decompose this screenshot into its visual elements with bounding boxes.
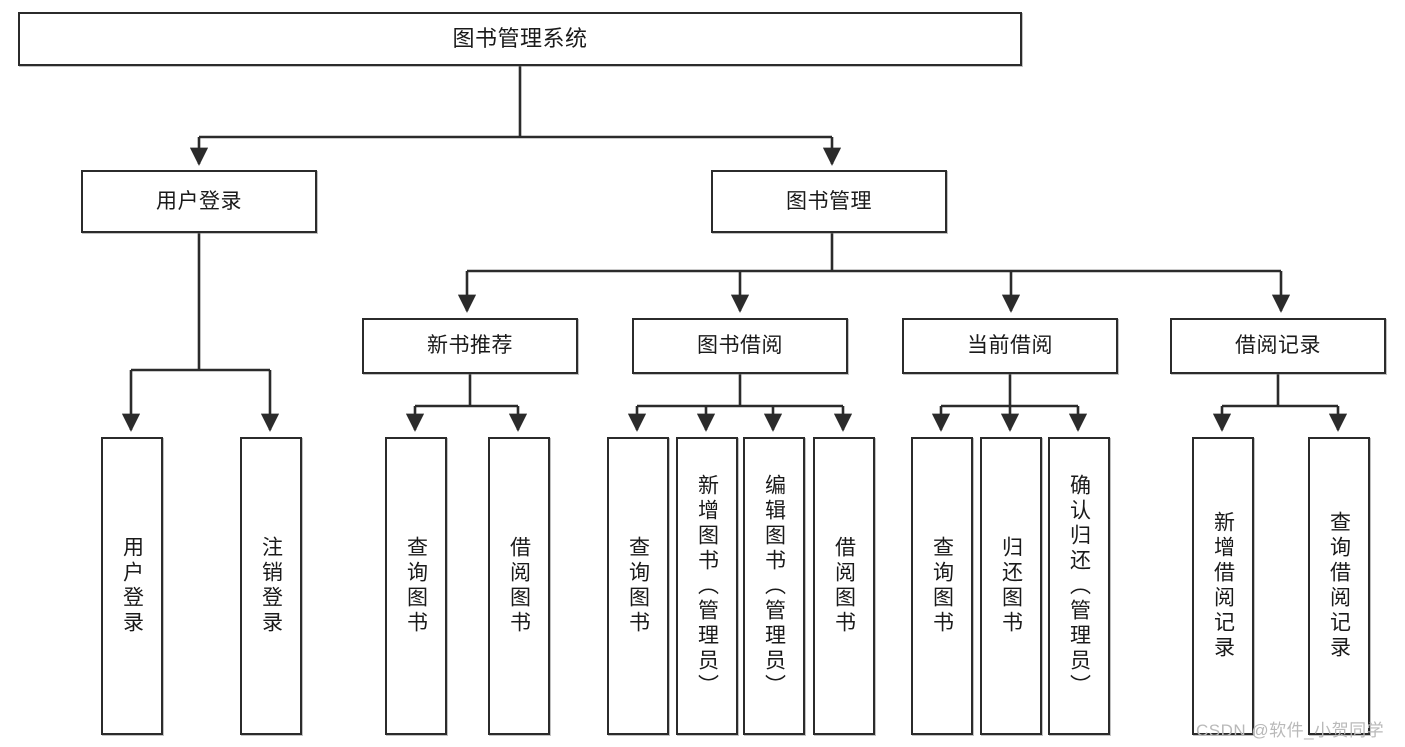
node-book-borrow-label: 图书借阅 [697, 334, 783, 358]
node-book-management-label: 图书管理 [786, 189, 872, 213]
node-borrow-record[interactable]: 借阅记录 [1170, 318, 1386, 374]
leaf-new-book-query[interactable]: 查询图书 [385, 437, 447, 735]
leaf-current-borrow-return[interactable]: 归还图书 [980, 437, 1042, 735]
leaf-current-borrow-confirm-return[interactable]: 确认归还（管理员） [1048, 437, 1110, 735]
node-new-book-recommend[interactable]: 新书推荐 [362, 318, 578, 374]
leaf-current-borrow-return-label: 归还图书 [999, 536, 1023, 636]
leaf-new-book-borrow[interactable]: 借阅图书 [488, 437, 550, 735]
leaf-book-borrow-edit-label: 编辑图书（管理员） [762, 473, 786, 699]
leaf-book-borrow-borrow-label: 借阅图书 [832, 536, 856, 636]
leaf-book-borrow-query[interactable]: 查询图书 [607, 437, 669, 735]
node-book-borrow[interactable]: 图书借阅 [632, 318, 848, 374]
leaf-current-borrow-confirm-return-label: 确认归还（管理员） [1067, 473, 1091, 699]
leaf-borrow-record-add[interactable]: 新增借阅记录 [1192, 437, 1254, 735]
node-root-label: 图书管理系统 [452, 25, 588, 51]
leaf-current-borrow-query-label: 查询图书 [930, 536, 954, 636]
leaf-current-borrow-query[interactable]: 查询图书 [911, 437, 973, 735]
leaf-user-login-login-label: 用户登录 [120, 536, 144, 636]
node-current-borrow[interactable]: 当前借阅 [902, 318, 1118, 374]
leaf-book-borrow-add-label: 新增图书（管理员） [695, 473, 719, 699]
leaf-book-borrow-add[interactable]: 新增图书（管理员） [676, 437, 738, 735]
node-current-borrow-label: 当前借阅 [967, 334, 1053, 358]
leaf-user-login-logout-label: 注销登录 [259, 536, 283, 636]
leaf-new-book-query-label: 查询图书 [404, 536, 428, 636]
leaf-book-borrow-edit[interactable]: 编辑图书（管理员） [743, 437, 805, 735]
leaf-book-borrow-borrow[interactable]: 借阅图书 [813, 437, 875, 735]
leaf-new-book-borrow-label: 借阅图书 [507, 536, 531, 636]
node-user-login[interactable]: 用户登录 [81, 170, 317, 233]
leaf-borrow-record-query[interactable]: 查询借阅记录 [1308, 437, 1370, 735]
node-new-book-recommend-label: 新书推荐 [427, 334, 513, 358]
node-root[interactable]: 图书管理系统 [18, 12, 1022, 66]
node-book-management[interactable]: 图书管理 [711, 170, 947, 233]
node-borrow-record-label: 借阅记录 [1235, 334, 1321, 358]
leaf-book-borrow-query-label: 查询图书 [626, 536, 650, 636]
leaf-user-login-logout[interactable]: 注销登录 [240, 437, 302, 735]
leaf-borrow-record-query-label: 查询借阅记录 [1327, 511, 1351, 661]
node-user-login-label: 用户登录 [156, 189, 242, 213]
leaf-user-login-login[interactable]: 用户登录 [101, 437, 163, 735]
leaf-borrow-record-add-label: 新增借阅记录 [1211, 511, 1235, 661]
watermark: CSDN @软件_小贺同学 [1196, 721, 1385, 740]
